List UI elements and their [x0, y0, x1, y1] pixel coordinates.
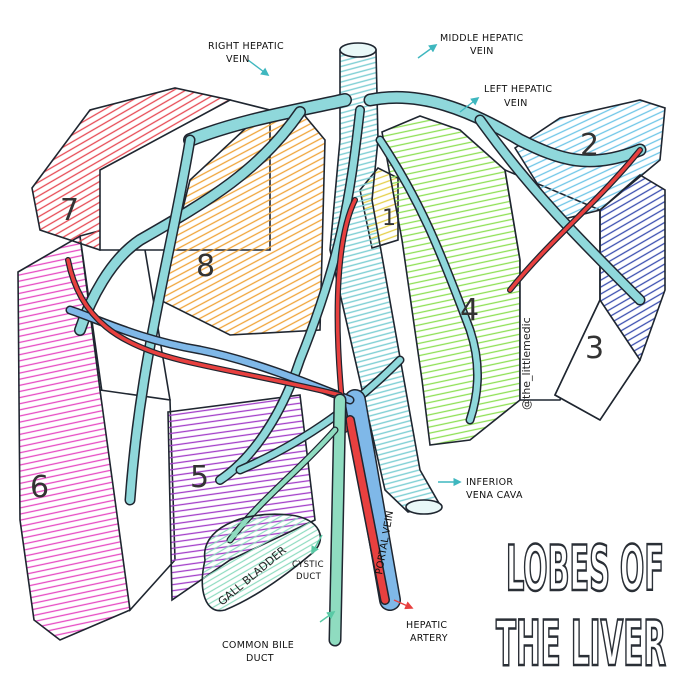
segment-3-number: 3 [585, 331, 604, 366]
segment-3-block [553, 174, 666, 422]
segment-6-block [17, 219, 176, 641]
segment-8-block [159, 109, 326, 336]
inferior-vena-cava-callout: INFERIOR VENA CAVA [438, 477, 523, 501]
hepatic-artery-label-2: ARTERY [410, 633, 448, 644]
segment-2-number: 2 [580, 128, 599, 163]
right-hepatic-vein-label-2: VEIN [226, 54, 250, 65]
inferior-vena-cava-label-2: VENA CAVA [466, 490, 523, 501]
inferior-vena-cava-label-1: INFERIOR [466, 477, 513, 488]
segment-8-number: 8 [196, 249, 215, 284]
segment-6-number: 6 [30, 470, 49, 505]
left-hepatic-vein-label-2: VEIN [504, 98, 528, 109]
common-bile-duct-label-1: COMMON BILE [222, 640, 294, 651]
cystic-duct-label-2: DUCT [296, 572, 322, 582]
cystic-duct-label-1: CYSTIC [292, 560, 324, 570]
right-hepatic-vein-callout: RIGHT HEPATIC VEIN [208, 41, 284, 77]
segment-1-number: 1 [382, 206, 396, 231]
segment-5-number: 5 [190, 460, 209, 495]
hepatic-artery [65, 147, 643, 605]
left-hepatic-vein-callout: LEFT HEPATIC VEIN [459, 84, 552, 113]
common-bile-duct-callout: COMMON BILE DUCT [222, 611, 336, 664]
middle-hepatic-vein-label-2: VEIN [470, 46, 494, 57]
middle-hepatic-vein-label-1: MIDDLE HEPATIC [440, 33, 523, 44]
right-hepatic-vein-label-1: RIGHT HEPATIC [208, 41, 284, 52]
title-block: LOBES OF THE LIVER [495, 531, 668, 680]
hepatic-artery-label-1: HEPATIC [406, 620, 447, 631]
cystic-duct-callout: CYSTIC DUCT [292, 534, 324, 582]
title-line-2: THE LIVER [496, 607, 666, 680]
hepatic-veins [74, 90, 647, 506]
gall-bladder [201, 513, 322, 612]
hepatic-artery-callout: HEPATIC ARTERY [393, 599, 448, 644]
common-bile-duct-label-2: DUCT [246, 653, 274, 664]
segment-7-number: 7 [60, 193, 79, 228]
left-hepatic-vein-label-1: LEFT HEPATIC [484, 84, 552, 95]
author-handle: @the_littlemedic [520, 317, 533, 410]
middle-hepatic-vein-callout: MIDDLE HEPATIC VEIN [417, 33, 523, 59]
segment-4-number: 4 [460, 293, 479, 328]
title-line-1: LOBES OF [506, 532, 664, 605]
